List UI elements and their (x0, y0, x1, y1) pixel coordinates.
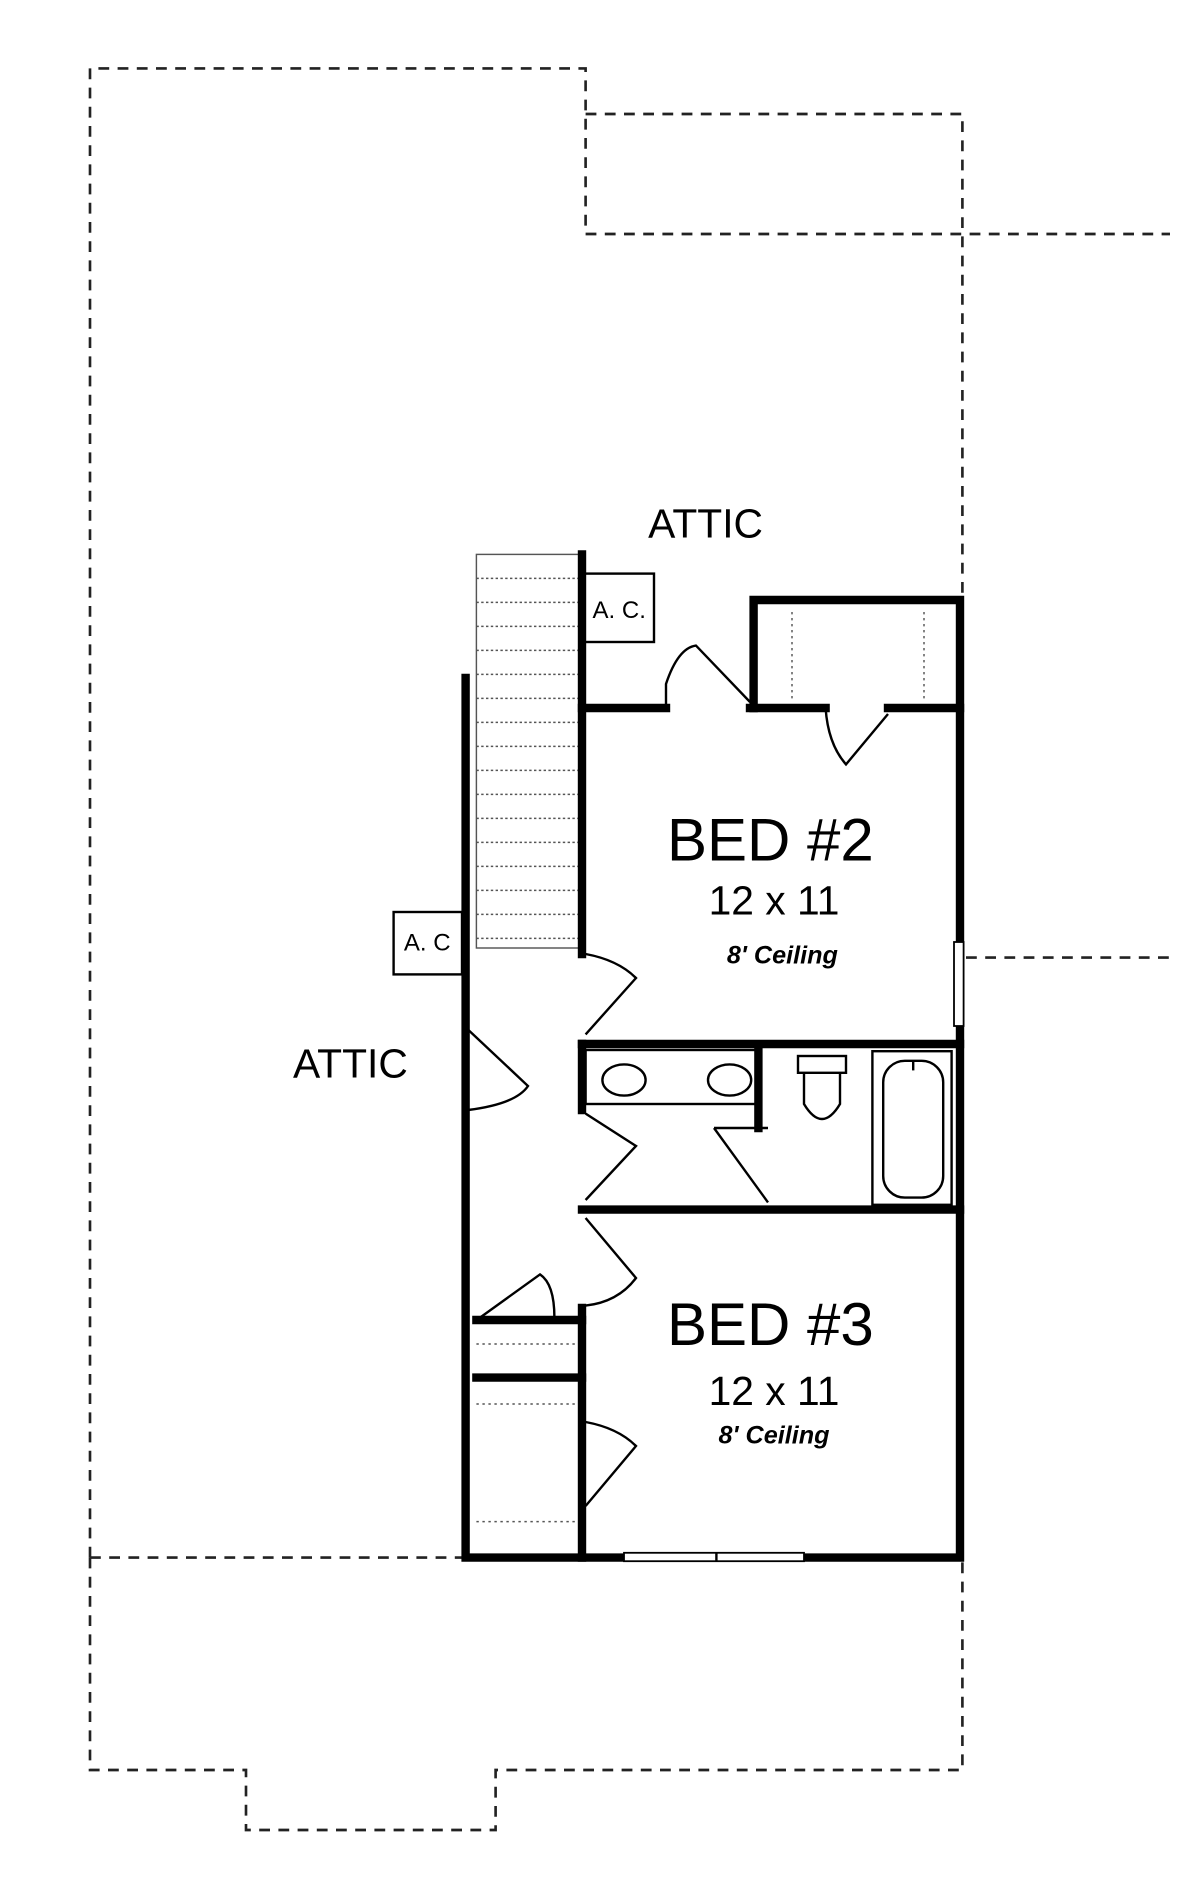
room-bed-2: BED #2 12 x 11 8' Ceiling (667, 806, 874, 969)
room-bed-3: BED #3 12 x 11 8' Ceiling (667, 1291, 874, 1449)
stairs (475, 553, 583, 949)
sink-icon (601, 1063, 647, 1097)
closets (476, 612, 925, 1523)
bathtub-icon (871, 1050, 953, 1206)
bathroom-fixtures (584, 1048, 953, 1206)
ac-label-upper: A. C. (593, 597, 646, 624)
ac-label-lower: A. C (404, 929, 451, 956)
room-size: 12 x 11 (709, 1368, 840, 1414)
room-ceiling: 8' Ceiling (719, 1422, 830, 1450)
attic-label-left: ATTIC (293, 1041, 408, 1087)
room-size: 12 x 11 (709, 877, 840, 923)
doors (467, 644, 889, 1507)
room-ceiling: 8' Ceiling (727, 942, 838, 970)
room-name: BED #3 (667, 1291, 874, 1358)
ac-units: A. C. A. C (392, 572, 656, 976)
roof-outline-dashed (88, 67, 1170, 1832)
sink-icon (706, 1063, 753, 1097)
walls (461, 550, 965, 1563)
attic-label-top: ATTIC (648, 501, 763, 547)
room-name: BED #2 (667, 806, 874, 873)
toilet-icon (796, 1054, 848, 1121)
